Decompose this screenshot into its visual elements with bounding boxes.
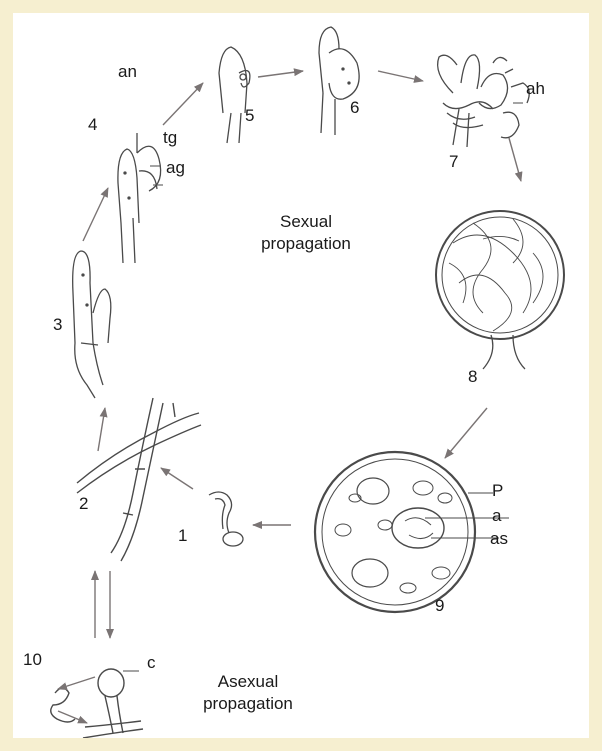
sexual-propagation-caption: Sexual propagation xyxy=(251,211,361,255)
asexual-caption-line2: propagation xyxy=(193,693,303,715)
stage-4-drawing xyxy=(118,133,161,263)
part-label-as: as xyxy=(490,530,508,547)
part-label-c: c xyxy=(147,654,156,671)
asexual-caption-line1: Asexual xyxy=(193,671,303,693)
sexual-caption-line2: propagation xyxy=(251,233,361,255)
part-label-ah: ah xyxy=(526,80,545,97)
arrow-1-to-2 xyxy=(161,468,193,489)
stage-label-6: 6 xyxy=(350,99,359,116)
arrow-3-to-4 xyxy=(83,188,108,241)
sexual-caption-line1: Sexual xyxy=(251,211,361,233)
stage-6-drawing xyxy=(319,27,359,135)
stage-label-9: 9 xyxy=(435,597,444,614)
stage-label-5: 5 xyxy=(245,107,254,124)
part-label-an: an xyxy=(118,63,137,80)
stage-3-drawing xyxy=(73,251,111,398)
sporangium-drawing xyxy=(51,669,143,738)
part-label-p: P xyxy=(492,482,503,499)
stage-1-drawing xyxy=(209,492,243,546)
arrow-2-to-3 xyxy=(98,408,105,451)
arrow-5-to-6 xyxy=(258,71,303,77)
label-leaders xyxy=(123,103,523,671)
stage-9-drawing xyxy=(315,452,475,612)
stage-label-2: 2 xyxy=(79,495,88,512)
stage-8-drawing xyxy=(436,211,564,369)
arrow-4-to-5 xyxy=(163,83,203,125)
arrow-7-to-8 xyxy=(509,138,521,181)
arrow-c-to-10 xyxy=(58,677,95,689)
arrow-6-to-7 xyxy=(378,71,423,81)
part-label-ag: ag xyxy=(166,159,185,176)
life-cycle-diagram xyxy=(13,13,589,738)
stage-label-3: 3 xyxy=(53,316,62,333)
stage-5-drawing xyxy=(219,47,250,143)
stage-label-1: 1 xyxy=(178,527,187,544)
stage-label-7: 7 xyxy=(449,153,458,170)
part-label-tg: tg xyxy=(163,129,177,146)
part-label-a: a xyxy=(492,507,501,524)
arrow-8-to-9 xyxy=(445,408,487,458)
stage-label-4: 4 xyxy=(88,116,97,133)
asexual-propagation-caption: Asexual propagation xyxy=(193,671,303,715)
stage-label-10: 10 xyxy=(23,651,42,668)
stage-label-8: 8 xyxy=(468,368,477,385)
stage-7-drawing xyxy=(438,55,530,147)
diagram-panel: Sexual propagation Asexual propagation 1… xyxy=(13,13,589,738)
